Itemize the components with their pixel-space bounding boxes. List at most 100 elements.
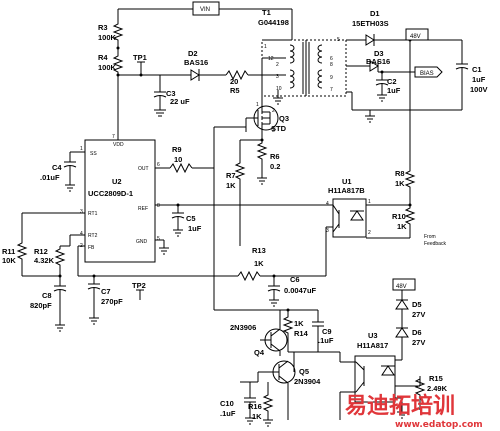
capacitor-c2: C2 1uF [375,77,401,95]
svg-text:C1: C1 [472,65,482,74]
svg-text:0.0047uF: 0.0047uF [284,286,317,295]
resistor-r13: R13 1K [237,246,266,282]
svg-text:R4: R4 [98,53,108,62]
diode-d1: D1 15ETH03S [350,9,389,46]
svg-text:8: 8 [330,62,333,68]
svg-text:Q4: Q4 [254,348,265,357]
svg-text:RT2: RT2 [88,233,98,239]
svg-text:UCC2809D-1: UCC2809D-1 [88,189,133,198]
svg-text:C8: C8 [42,291,52,300]
svg-text:C6: C6 [290,275,300,284]
zener-d5: D5 27V [395,299,425,319]
optocoupler-u1: U1 H11A817B 4 3 1 2 [326,177,371,238]
resistor-r11: R11 10K [2,240,28,265]
svg-text:R7: R7 [226,171,236,180]
svg-text:4.32K: 4.32K [34,256,55,265]
svg-text:27V: 27V [412,310,425,319]
svg-text:100K: 100K [98,63,117,72]
svg-text:U3: U3 [368,331,378,340]
svg-text:5: 5 [157,236,160,242]
svg-text:2N3904: 2N3904 [294,377,321,386]
svg-text:TP1: TP1 [133,53,147,62]
svg-text:2N3906: 2N3906 [230,323,256,332]
svg-text:RT1: RT1 [88,211,98,217]
svg-text:0.2: 0.2 [270,162,280,171]
resistor-r5: 20 R5 [225,69,262,95]
capacitor-c6: C6 0.0047uF [267,275,317,300]
svg-text:1K: 1K [395,179,405,188]
resistor-r9: R9 10 [169,145,193,174]
vin-net: VIN [117,1,293,41]
svg-text:1uF: 1uF [472,75,486,84]
resistor-r12: R12 4.32K [34,246,66,268]
testpoint-tp2: TP2 [132,281,146,300]
svg-text:1K: 1K [294,319,304,328]
optocoupler-u3: U3 H11A817 [354,331,396,403]
zener-d6: D6 27V [395,327,425,347]
svg-text:10: 10 [174,155,182,164]
svg-text:1uF: 1uF [188,224,202,233]
svg-text:R10: R10 [392,212,406,221]
svg-text:9: 9 [330,75,333,81]
svg-text:VDD: VDD [113,142,124,148]
svg-text:OUT: OUT [138,166,149,172]
svg-text:TP2: TP2 [132,281,146,290]
svg-text:3: 3 [326,228,329,234]
svg-text:.1uF: .1uF [220,409,236,418]
svg-text:1K: 1K [254,259,264,268]
svg-text:R16: R16 [248,402,262,411]
diode-d2: D2 BAS16 [160,49,226,81]
svg-text:U1: U1 [342,177,352,186]
svg-text:BAS16: BAS16 [366,57,390,66]
svg-text:3: 3 [80,209,83,215]
svg-text:8: 8 [157,203,160,209]
svg-text:.01uF: .01uF [40,173,60,182]
resistor-r6: R6 0.2 [256,140,280,171]
watermark: 易迪拓培训 www.edatop.com [345,393,483,430]
resistor-r3: R3 100K [98,20,124,44]
net-48v-bottom: 48V [396,284,407,290]
capacitor-c5: C5 1uF [171,205,202,233]
svg-text:100K: 100K [98,33,117,42]
resistor-r15: R15 2.49K [414,374,448,398]
capacitor-c1: C1 1uF 100V [455,63,488,110]
svg-text:1K: 1K [252,412,262,421]
resistor-r4: R4 100K [98,52,124,76]
svg-text:Q3: Q3 [279,114,289,123]
svg-text:100V: 100V [470,85,488,94]
svg-text:FB: FB [88,245,95,251]
net-48v-top: 48V [410,34,421,40]
svg-text:1K: 1K [226,181,236,190]
svg-text:Feedback: Feedback [424,241,446,247]
capacitor-c10: C10 .1uF [220,397,256,418]
svg-text:SS: SS [90,151,97,157]
svg-text:D3: D3 [374,49,384,58]
svg-text:R5: R5 [230,86,240,95]
svg-text:Q5: Q5 [299,367,309,376]
svg-text:R13: R13 [252,246,266,255]
svg-text:C10: C10 [220,399,234,408]
svg-text:G044198: G044198 [258,18,289,27]
svg-text:T1: T1 [262,8,271,17]
svg-text:820pF: 820pF [30,301,52,310]
svg-text:27V: 27V [412,338,425,347]
capacitor-c8: C8 820pF [30,285,67,325]
capacitor-c4: C4 .01uF [40,161,77,185]
svg-text:C3: C3 [166,89,176,98]
svg-text:C4: C4 [52,163,62,172]
capacitor-c7: C7 270pF [87,283,123,318]
diode-d3: D3 BAS16 [362,49,390,72]
svg-text:20: 20 [230,77,238,86]
svg-text:10K: 10K [2,256,16,265]
svg-text:易迪拓培训: 易迪拓培训 [345,393,455,419]
svg-text:R3: R3 [98,23,108,32]
svg-text:R12: R12 [34,247,48,256]
testpoint-tp1: TP1 [133,53,147,77]
svg-text:D6: D6 [412,328,422,337]
svg-text:4: 4 [80,231,83,237]
svg-text:2.49K: 2.49K [427,384,448,393]
svg-text:2: 2 [272,108,275,114]
svg-text:D2: D2 [188,49,198,58]
resistor-r14: 1K R14 [282,314,309,338]
